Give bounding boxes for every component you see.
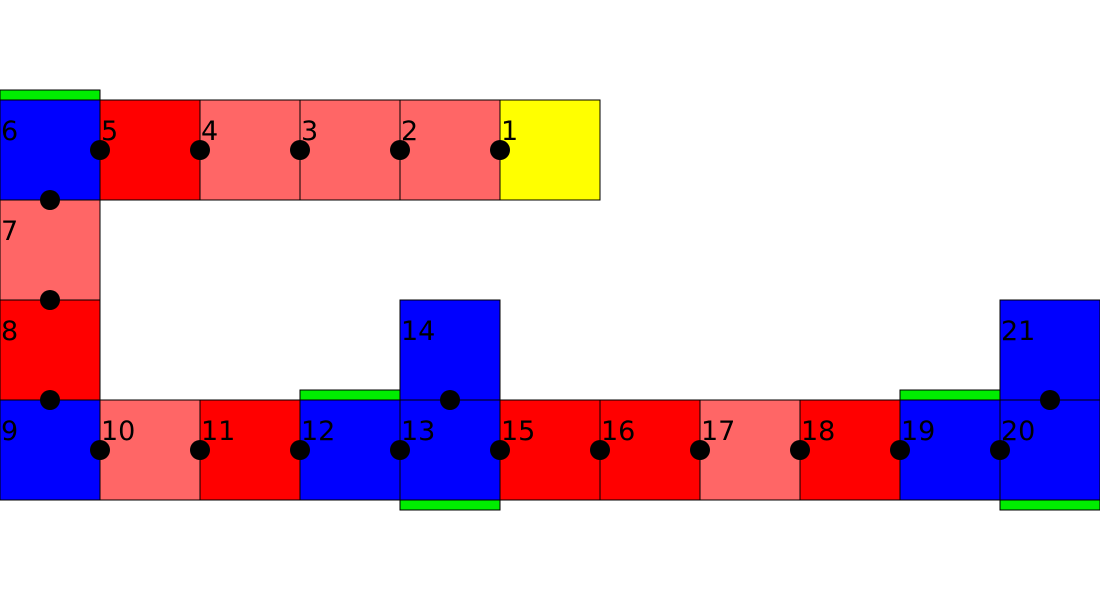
nodes-layer xyxy=(40,140,1060,460)
cell-label-20: 20 xyxy=(1001,416,1035,447)
cell-8 xyxy=(0,299,101,401)
connection-node xyxy=(790,440,810,460)
cell-12 xyxy=(299,399,401,501)
cell-label-18: 18 xyxy=(801,416,835,447)
connection-node xyxy=(1040,390,1060,410)
connection-node xyxy=(690,440,710,460)
connection-node xyxy=(190,140,210,160)
connection-node xyxy=(40,390,60,410)
cell-label-1: 1 xyxy=(501,116,518,147)
cell-label-11: 11 xyxy=(201,416,235,447)
cell-label-9: 9 xyxy=(1,416,18,447)
cell-label-6: 6 xyxy=(1,116,18,147)
cell-label-21: 21 xyxy=(1001,316,1035,347)
cell-label-7: 7 xyxy=(1,216,18,247)
cell-label-14: 14 xyxy=(401,316,435,347)
connection-node xyxy=(90,440,110,460)
cell-11 xyxy=(199,399,301,501)
cell-label-5: 5 xyxy=(101,116,118,147)
connection-node xyxy=(490,140,510,160)
cell-label-16: 16 xyxy=(601,416,635,447)
cell-15 xyxy=(499,399,601,501)
cell-20 xyxy=(999,399,1100,501)
cell-1 xyxy=(499,99,601,201)
cell-label-19: 19 xyxy=(901,416,935,447)
cell-7 xyxy=(0,199,101,301)
cell-5 xyxy=(99,99,201,201)
cell-label-17: 17 xyxy=(701,416,735,447)
connection-node xyxy=(440,390,460,410)
connection-node xyxy=(390,440,410,460)
cell-13 xyxy=(399,399,501,501)
connection-node xyxy=(490,440,510,460)
connection-node xyxy=(390,140,410,160)
cell-9 xyxy=(0,399,101,501)
cell-19 xyxy=(899,399,1001,501)
cell-21 xyxy=(999,299,1100,401)
green-edge-marker xyxy=(899,389,1001,401)
connection-node xyxy=(590,440,610,460)
cell-label-10: 10 xyxy=(101,416,135,447)
connection-node xyxy=(40,190,60,210)
cell-4 xyxy=(199,99,301,201)
connection-node xyxy=(190,440,210,460)
cell-17 xyxy=(699,399,801,501)
cell-3 xyxy=(299,99,401,201)
cell-10 xyxy=(99,399,201,501)
cell-14 xyxy=(399,299,501,401)
cell-label-2: 2 xyxy=(401,116,418,147)
connection-node xyxy=(890,440,910,460)
cell-label-4: 4 xyxy=(201,116,218,147)
cell-label-15: 15 xyxy=(501,416,535,447)
green-edges-layer xyxy=(0,89,1100,511)
connection-node xyxy=(290,440,310,460)
cell-label-3: 3 xyxy=(301,116,318,147)
cell-2 xyxy=(399,99,501,201)
cell-16 xyxy=(599,399,701,501)
connection-node xyxy=(990,440,1010,460)
cell-label-13: 13 xyxy=(401,416,435,447)
green-edge-marker xyxy=(999,499,1100,511)
cell-18 xyxy=(799,399,901,501)
cell-6 xyxy=(0,99,101,201)
green-edge-marker xyxy=(299,389,401,401)
connection-node xyxy=(40,290,60,310)
cell-label-8: 8 xyxy=(1,316,18,347)
green-edge-marker xyxy=(399,499,501,511)
green-edge-marker xyxy=(0,89,101,101)
connection-node xyxy=(90,140,110,160)
connection-node xyxy=(290,140,310,160)
cells-layer xyxy=(0,99,1100,501)
cell-label-12: 12 xyxy=(301,416,335,447)
